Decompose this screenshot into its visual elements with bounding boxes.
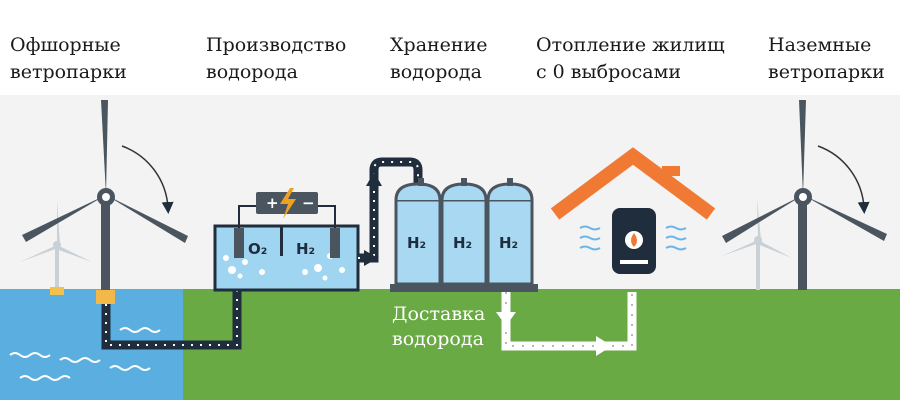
stage-label-onshore-wind: Наземные ветропарки [768,32,885,86]
tank-2-label: H₂ [453,234,472,252]
delivery-label-line: водорода [392,328,484,350]
electrolyzer: + − O₂ H₂ [213,188,360,292]
stage-label-zero-emission-heating: Отопление жилищ с 0 выбросами [536,32,725,86]
onshore-wind-turbine [722,100,887,290]
stage-label-hydrogen-production: Производство водорода [206,32,346,86]
stage-label-line: водорода [390,61,482,83]
stage-label-line: водорода [206,61,298,83]
delivery-label: Доставка водорода [392,302,485,352]
stage-label-offshore-wind: Офшорные ветропарки [10,32,127,86]
plus-sign: + [266,194,279,212]
stage-label-line: с 0 выбросами [536,61,682,83]
stage-label-line: Офшорные [10,34,121,56]
stage-label-line: ветропарки [10,61,127,83]
stage-label-hydrogen-storage: Хранение водорода [390,32,488,86]
zero-emission-house [550,147,716,274]
stage-label-line: Наземные [768,34,872,56]
tank-3-label: H₂ [499,234,518,252]
stage-label-line: Производство [206,34,347,56]
o2-label: O₂ [248,240,267,258]
h2-label: H₂ [296,240,315,258]
sea-waves [9,327,161,381]
offshore-wind-turbine [22,100,188,304]
stage-label-line: Отопление жилищ [536,34,725,56]
tank-1-label: H₂ [407,234,426,252]
delivery-label-line: Доставка [392,303,486,325]
stage-label-line: ветропарки [768,61,885,83]
minus-sign: − [302,194,315,212]
lightning-bolt-icon [280,188,296,219]
delivery-pipe [496,292,637,356]
hydrogen-storage-tanks: H₂ H₂ H₂ [390,178,538,292]
power-cable [101,290,242,350]
flow-arrow-to-storage [358,157,423,266]
stage-label-line: Хранение [390,34,488,56]
